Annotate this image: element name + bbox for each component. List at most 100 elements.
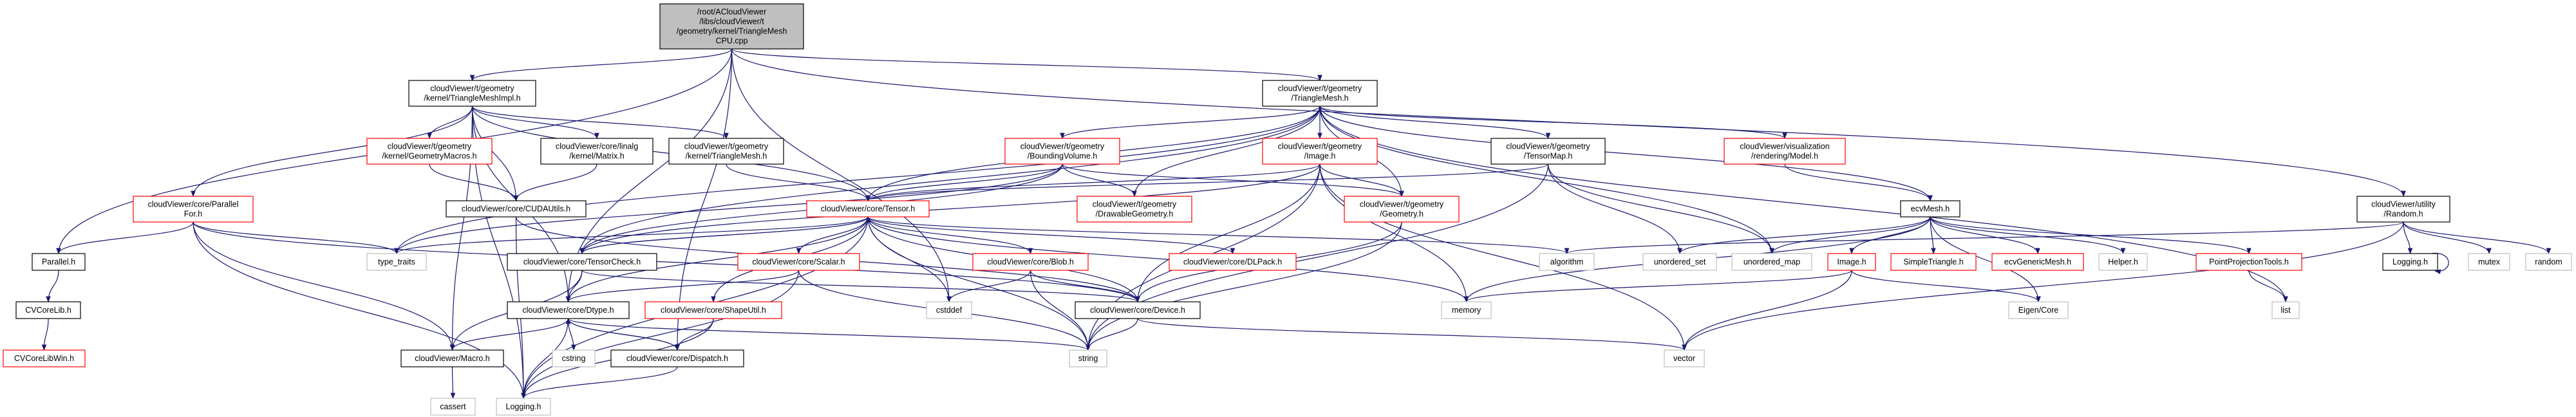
node-label: cloudViewer/core/Dtype.h [522,306,614,315]
node-gmacros[interactable]: cloudViewer/t/geometry/kernel/GeometryMa… [366,138,493,165]
node-box [659,3,804,50]
edge-bvol-to-typetraits [394,163,1063,254]
node-box [2195,253,2302,271]
node-scalar[interactable]: cloudViewer/core/Scalar.h [737,253,860,271]
node-cvcorelibwin[interactable]: CVCoreLibWin.h [3,349,86,367]
node-dlpack[interactable]: cloudViewer/core/DLPack.h [1169,253,1297,271]
node-box [1262,138,1378,165]
node-tmesh[interactable]: cloudViewer/t/geometry/TriangleMesh.h [1262,80,1378,107]
node-bvol[interactable]: cloudViewer/t/geometry/BoundingVolume.h [1004,138,1120,165]
node-label: /kernel/TriangleMeshImpl.h [424,94,520,103]
node-cvcorelib[interactable]: CVCoreLib.h [15,301,81,319]
node-box [496,398,551,416]
node-simpletri[interactable]: SimpleTriangle.h [1890,253,1977,271]
node-ecvmesh[interactable]: ecvMesh.h [1900,200,1960,218]
edge-tcheck-to-device [581,270,1140,302]
node-label: /kernel/GeometryMacros.h [382,152,476,161]
node-box [3,349,86,367]
node-cstring: cstring [552,349,596,367]
node-matrix[interactable]: cloudViewer/core/linalg/kernel/Matrix.h [540,138,653,165]
node-root[interactable]: /root/ACloudViewer/libs/cloudViewer/t/ge… [659,3,804,50]
edge-tensor-to-memory [867,216,1469,302]
edge-root-to-cstddef [731,48,952,302]
node-label: cloudViewer/t/geometry [1360,200,1444,209]
node-parallel[interactable]: Parallel.h [32,253,86,271]
node-mutex: mutex [2468,253,2510,271]
edge-random-to-randomstd [2403,221,2552,254]
node-box [2468,253,2510,271]
node-box [15,301,81,319]
node-box [2098,253,2148,271]
edge-tmesh-to-umap [1319,106,1774,254]
node-tensormap[interactable]: cloudViewer/t/geometry/TensorMap.h [1490,138,1606,165]
edge-ecvmesh-to-uset [1677,216,1931,254]
edge-ecvmesh-to-imageh [1849,216,1931,254]
node-label: /BoundingVolume.h [1028,152,1097,161]
edge-pfor-to-logging [193,221,526,399]
node-logging2[interactable]: Logging.h [2382,253,2438,271]
node-geometry[interactable]: cloudViewer/t/geometry/Geometry.h [1344,196,1460,223]
node-label: Eigen/Core [2018,306,2059,315]
edge-tmesh-to-bvol [1060,106,1321,139]
node-label: cassert [440,402,466,411]
edge-tmesh-to-model [1319,106,1787,139]
node-label: cloudViewer/utility [2371,200,2436,209]
node-label: mutex [2478,257,2501,266]
node-random[interactable]: cloudViewer/utility/Random.h [2356,196,2450,223]
edge-ppt-to-list [2248,270,2288,302]
edge-dtype-to-logging [521,318,569,399]
edge-timage-to-memory [1319,163,1469,302]
edge-random-to-algorithm [1565,221,2404,254]
node-ppt[interactable]: PointProjectionTools.h [2195,253,2302,271]
node-blob[interactable]: cloudViewer/core/Blob.h [972,253,1089,271]
edge-tcheck-to-tensor [581,216,870,254]
edge-blob-to-device [1029,270,1140,302]
node-label: ecvGenericMesh.h [2004,257,2071,266]
node-label: ecvMesh.h [1911,205,1950,214]
node-ktmesh[interactable]: cloudViewer/t/geometry/kernel/TriangleMe… [668,138,784,165]
node-device[interactable]: cloudViewer/core/Device.h [1075,301,1201,319]
edge-matrix-to-cuda [513,163,597,201]
node-drawable[interactable]: cloudViewer/t/geometry/DrawableGeometry.… [1076,196,1192,223]
edge-geometry-to-string [1086,221,1402,351]
node-macro[interactable]: cloudViewer/Macro.h [400,349,504,367]
node-label: cloudViewer/Macro.h [415,354,490,363]
node-box [446,200,587,218]
node-box [1069,349,1107,367]
edge-root-to-tmimpl [469,48,733,81]
node-label: Logging.h [506,402,541,411]
edge-tensor-to-string [867,216,1091,351]
node-tmimpl[interactable]: cloudViewer/t/geometry/kernel/TriangleMe… [408,80,536,107]
node-cuda[interactable]: cloudViewer/core/CUDAUtils.h [446,200,587,218]
node-genmesh[interactable]: ecvGenericMesh.h [1991,253,2084,271]
edge-bvol-to-geometry [1062,163,1404,197]
node-label: cloudViewer/t/geometry [1506,142,1590,151]
edge-bvol-to-tensor [865,163,1063,201]
node-box [366,138,493,165]
edge-tmesh-to-tcheck [579,106,1321,254]
node-tcheck[interactable]: cloudViewer/core/TensorCheck.h [507,253,657,271]
edge-timage-to-vector [1319,163,1687,351]
node-box [540,138,653,165]
node-randomstd: random [2525,253,2572,271]
node-shapeutil[interactable]: cloudViewer/core/ShapeUtil.h [644,301,782,319]
node-label: /TensorMap.h [1524,152,1573,161]
node-dispatch[interactable]: cloudViewer/core/Dispatch.h [610,349,744,367]
node-uset: unordered_set [1642,253,1717,271]
node-box [2382,253,2438,271]
node-box [1890,253,1977,271]
node-tensor[interactable]: cloudViewer/core/Tensor.h [806,200,930,218]
edge-tmesh-to-ecvmesh [1319,106,1933,201]
node-model[interactable]: cloudViewer/visualization/rendering/Mode… [1724,138,1846,165]
node-label: CPU.cpp [715,37,747,46]
node-vector: vector [1664,349,1705,367]
node-label: cloudViewer/t/geometry [1278,142,1362,151]
node-imageh[interactable]: Image.h [1827,253,1876,271]
node-timage[interactable]: cloudViewer/t/geometry/Image.h [1262,138,1378,165]
node-dtype[interactable]: cloudViewer/core/Dtype.h [507,301,630,319]
node-box [2525,253,2572,271]
node-box [1169,253,1297,271]
node-label: cloudViewer/visualization [1740,142,1829,151]
edge-tmimpl-to-matrix [471,106,599,139]
